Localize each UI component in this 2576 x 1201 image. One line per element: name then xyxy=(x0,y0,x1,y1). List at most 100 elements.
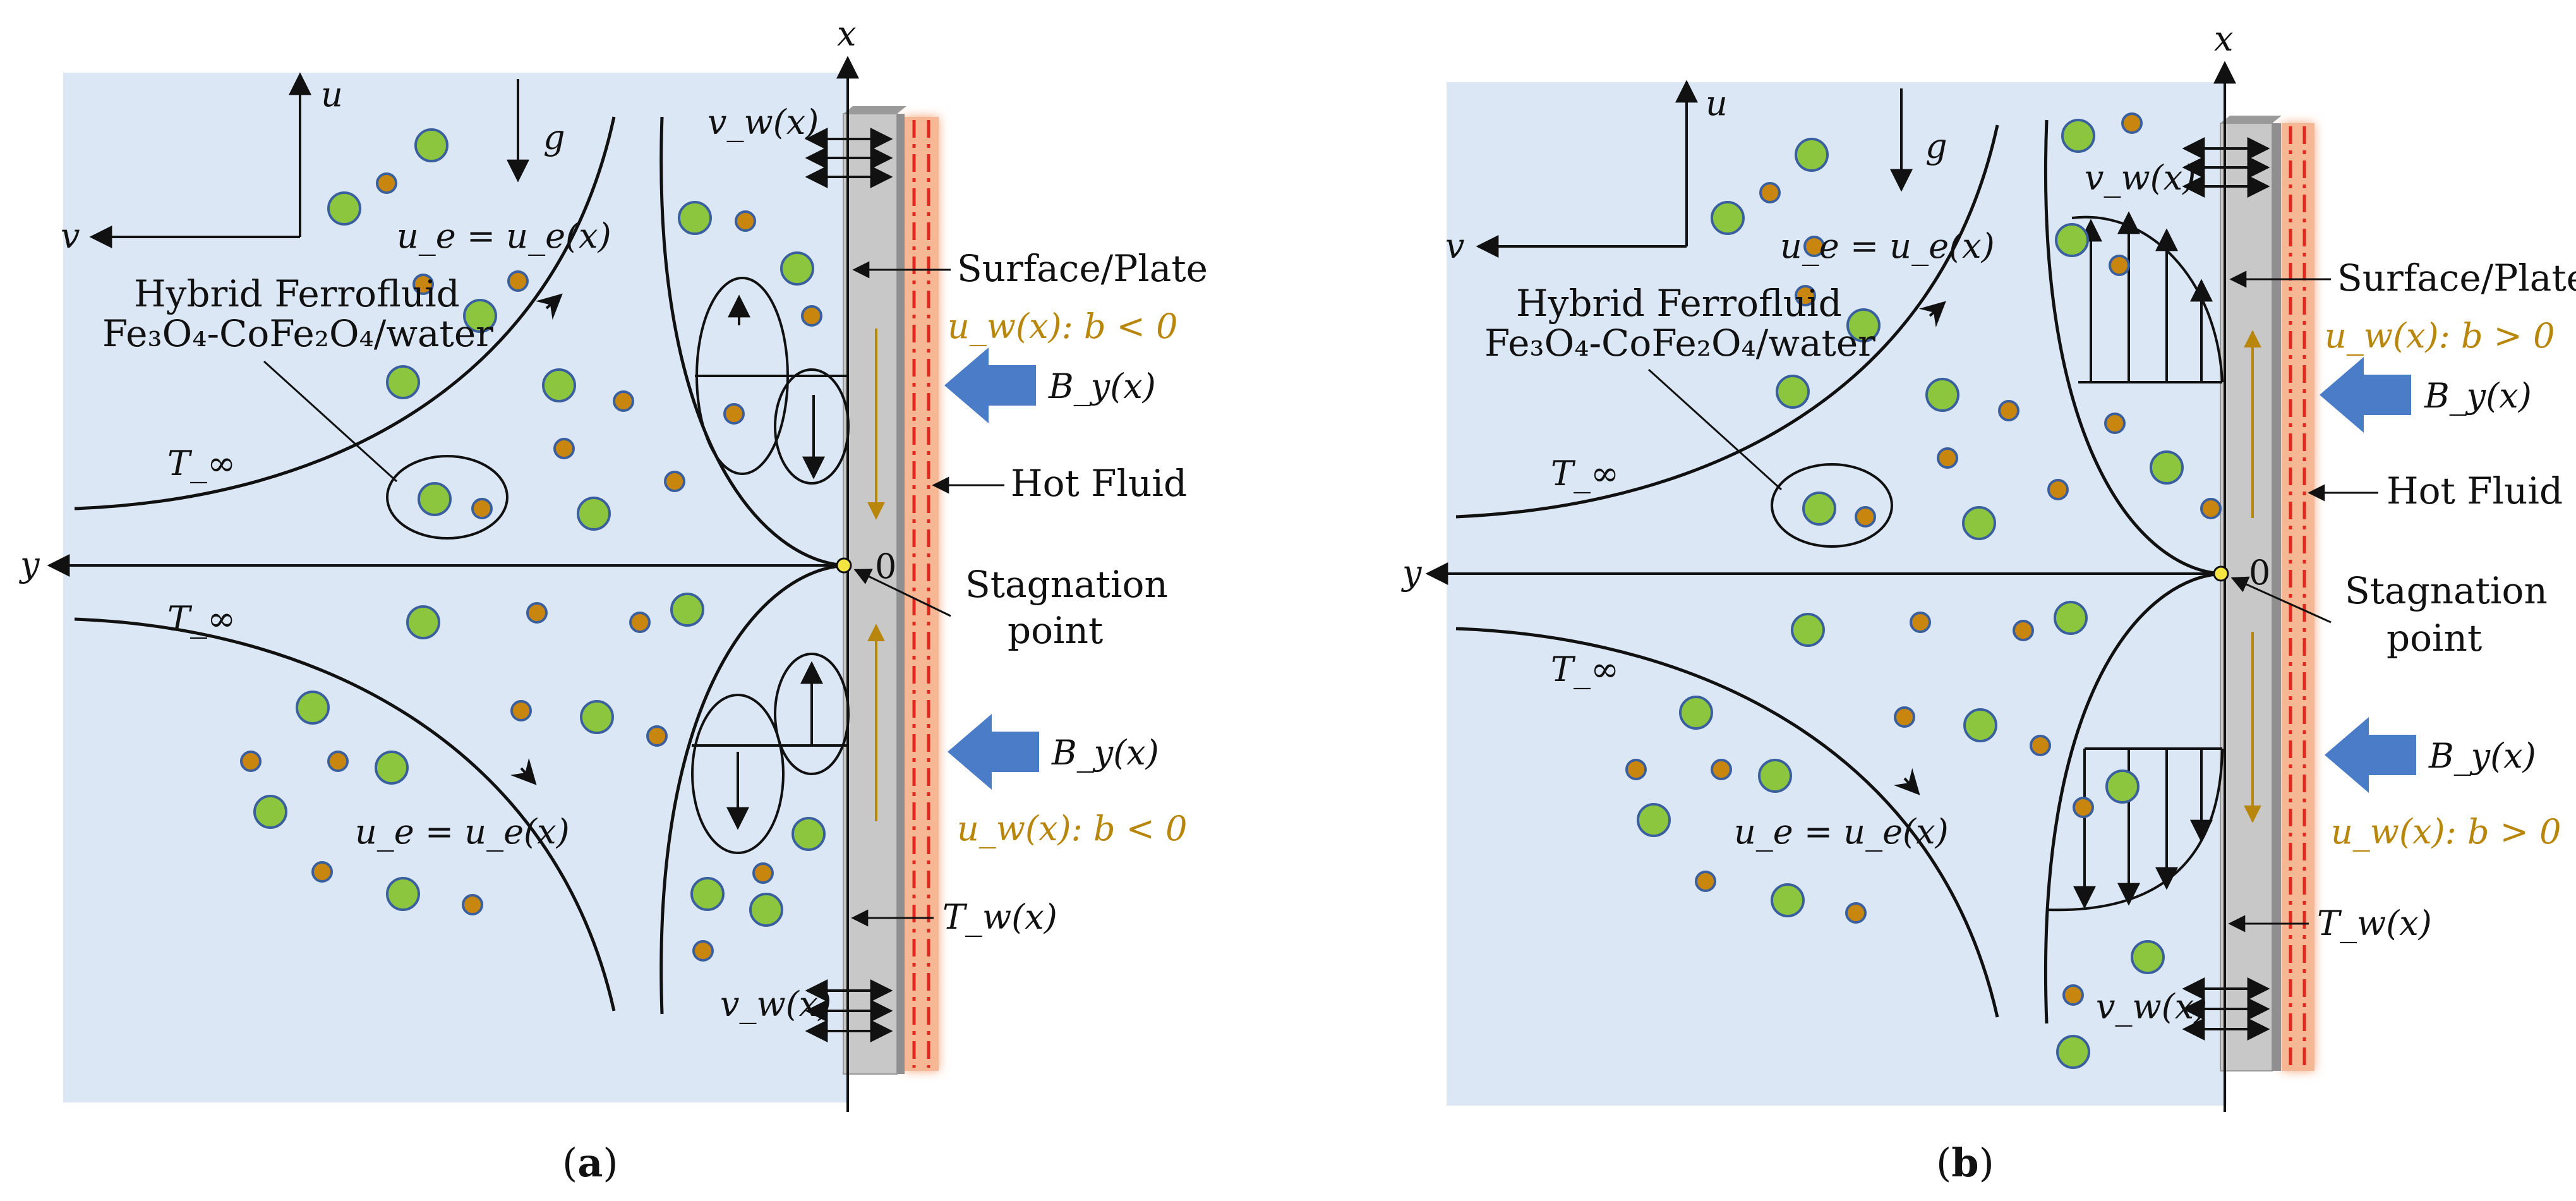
nanoparticle-large xyxy=(406,605,440,639)
fluid-name-line2: Fe₃O₄-CoFe₂O₄/water xyxy=(1484,322,1875,365)
tinf-label-top: T_∞ xyxy=(1551,454,1619,493)
particle-highlight xyxy=(386,455,509,540)
nanoparticle-large xyxy=(1795,138,1829,172)
uw-label-top: u_w(x): b > 0 xyxy=(2325,316,2555,356)
tinf-label-bottom: T_∞ xyxy=(167,599,236,639)
nanoparticle-large xyxy=(1637,803,1671,837)
nanoparticle-large xyxy=(1711,201,1745,235)
nanoparticle-large xyxy=(2061,119,2095,153)
nanoparticle-large xyxy=(542,368,576,402)
nanoparticle-small xyxy=(1625,759,1647,780)
nanoparticle-small xyxy=(412,274,434,295)
magnetic-field-arrow-top xyxy=(2320,357,2411,433)
panel-caption: (b) xyxy=(1936,1140,1994,1186)
plate-top-bevel xyxy=(2220,116,2282,123)
nanoparticle-large xyxy=(780,251,814,286)
nanoparticle-small xyxy=(1894,706,1915,728)
nanoparticle-large xyxy=(1963,708,1997,742)
ue-label-top: u_e = u_e(x) xyxy=(1780,226,1995,266)
magnetic-field-arrow-top xyxy=(944,347,1036,423)
streamline xyxy=(74,116,616,510)
nanoparticle-small xyxy=(1855,506,1876,528)
pointer-particles xyxy=(1647,368,1783,491)
nanoparticle-small xyxy=(507,270,529,292)
origin-label: 0 xyxy=(875,546,896,586)
fluid-name-line1: Hybrid Ferrofluid xyxy=(134,272,460,315)
nanoparticle-large xyxy=(2054,601,2088,635)
hot-fluid-label: Hot Fluid xyxy=(1011,462,1187,505)
y-axis-label: y xyxy=(1401,553,1423,593)
u-label: u xyxy=(321,75,343,114)
nanoparticle-small xyxy=(240,751,262,772)
tw-label: T_w(x) xyxy=(2317,903,2432,943)
panel-b: x y u v g v_w(x) v_w(x) u_e = u_e(x) u_e… xyxy=(1401,19,2576,1186)
g-label: g xyxy=(543,118,565,157)
suction-arrows-bottom xyxy=(805,979,893,1042)
nanoparticle-small xyxy=(629,612,651,633)
stagnation-label-line1: Stagnation xyxy=(965,563,1168,606)
pointer-particles xyxy=(263,360,398,483)
plate-edge xyxy=(897,114,905,1074)
origin-label: 0 xyxy=(2249,553,2270,593)
nanoparticle-large xyxy=(1925,378,1959,412)
nanoparticle-large xyxy=(375,751,409,785)
tw-label: T_w(x) xyxy=(942,897,1057,937)
uw-label-bottom: u_w(x): b > 0 xyxy=(2331,812,2561,852)
magnetic-field-arrow-bottom xyxy=(948,714,1039,790)
nanoparticle-large xyxy=(1962,506,1996,540)
nanoparticle-large xyxy=(1679,696,1713,730)
nanoparticle-large xyxy=(1846,308,1881,342)
nanoparticle-small xyxy=(376,172,397,194)
tinf-label-bottom: T_∞ xyxy=(1551,649,1619,689)
nanoparticle-small xyxy=(2030,735,2051,756)
nanoparticle-large xyxy=(296,691,330,725)
nanoparticle-large xyxy=(580,700,614,734)
uw-label-top: u_w(x): b < 0 xyxy=(948,306,1177,346)
velocity-profile-lower xyxy=(691,653,850,854)
nanoparticle-large xyxy=(2131,940,2165,974)
panel-a: x y u v g v_w(x) v_w(x) u_e = u_e(x) u_e… xyxy=(19,14,1208,1186)
nanoparticle-small xyxy=(723,403,745,425)
ue-label-bottom: u_e = u_e(x) xyxy=(355,812,570,852)
nanoparticle-large xyxy=(1776,375,1810,409)
vw-label-bottom: v_w(x) xyxy=(2096,987,2207,1027)
hot-fluid-layer xyxy=(2282,123,2314,1071)
nanoparticle-small xyxy=(1695,871,1716,892)
nanoparticle-small xyxy=(613,390,634,412)
nanoparticle-small xyxy=(1711,759,1732,780)
fluid-region xyxy=(63,73,846,1102)
nanoparticle-large xyxy=(670,593,704,627)
nanoparticle-small xyxy=(646,725,668,747)
nanoparticle-small xyxy=(2073,797,2094,818)
by-label-top: B_y(x) xyxy=(1048,366,1156,406)
streamline-arrowhead xyxy=(1893,768,1920,795)
stagnation-label-line2: point xyxy=(2386,617,2482,660)
streamline-arrowhead xyxy=(535,293,563,320)
stagnation-point xyxy=(836,557,852,574)
fluid-name-line1: Hybrid Ferrofluid xyxy=(1516,282,1842,325)
nanoparticle-large xyxy=(1791,613,1825,647)
particle-highlight xyxy=(1771,463,1893,548)
nanoparticle-small xyxy=(664,471,685,492)
suction-arrows-top xyxy=(2182,137,2270,198)
hot-fluid-label: Hot Fluid xyxy=(2386,469,2563,512)
nanoparticle-large xyxy=(386,365,420,399)
stagnation-label-line1: Stagnation xyxy=(2345,569,2548,612)
nanoparticle-small xyxy=(1803,236,1825,257)
nanoparticle-large xyxy=(253,795,287,829)
stagnation-label-line2: point xyxy=(1008,609,1103,652)
nanoparticle-small xyxy=(2062,984,2084,1006)
pointer-stagnation xyxy=(2230,576,2332,624)
v-label: v xyxy=(1445,226,1465,266)
streamline-arrowhead xyxy=(1918,301,1946,328)
streamline xyxy=(659,564,847,1015)
nanoparticle-small xyxy=(1759,182,1781,203)
nanoparticle-large xyxy=(418,482,452,516)
nanoparticle-small xyxy=(526,602,548,624)
nanoparticle-large xyxy=(1758,759,1792,793)
u-label: u xyxy=(1706,83,1728,123)
y-axis-label: y xyxy=(19,545,40,584)
nanoparticle-small xyxy=(471,498,493,519)
nanoparticle-small xyxy=(2047,479,2069,500)
vw-label-top: v_w(x) xyxy=(2085,158,2196,198)
